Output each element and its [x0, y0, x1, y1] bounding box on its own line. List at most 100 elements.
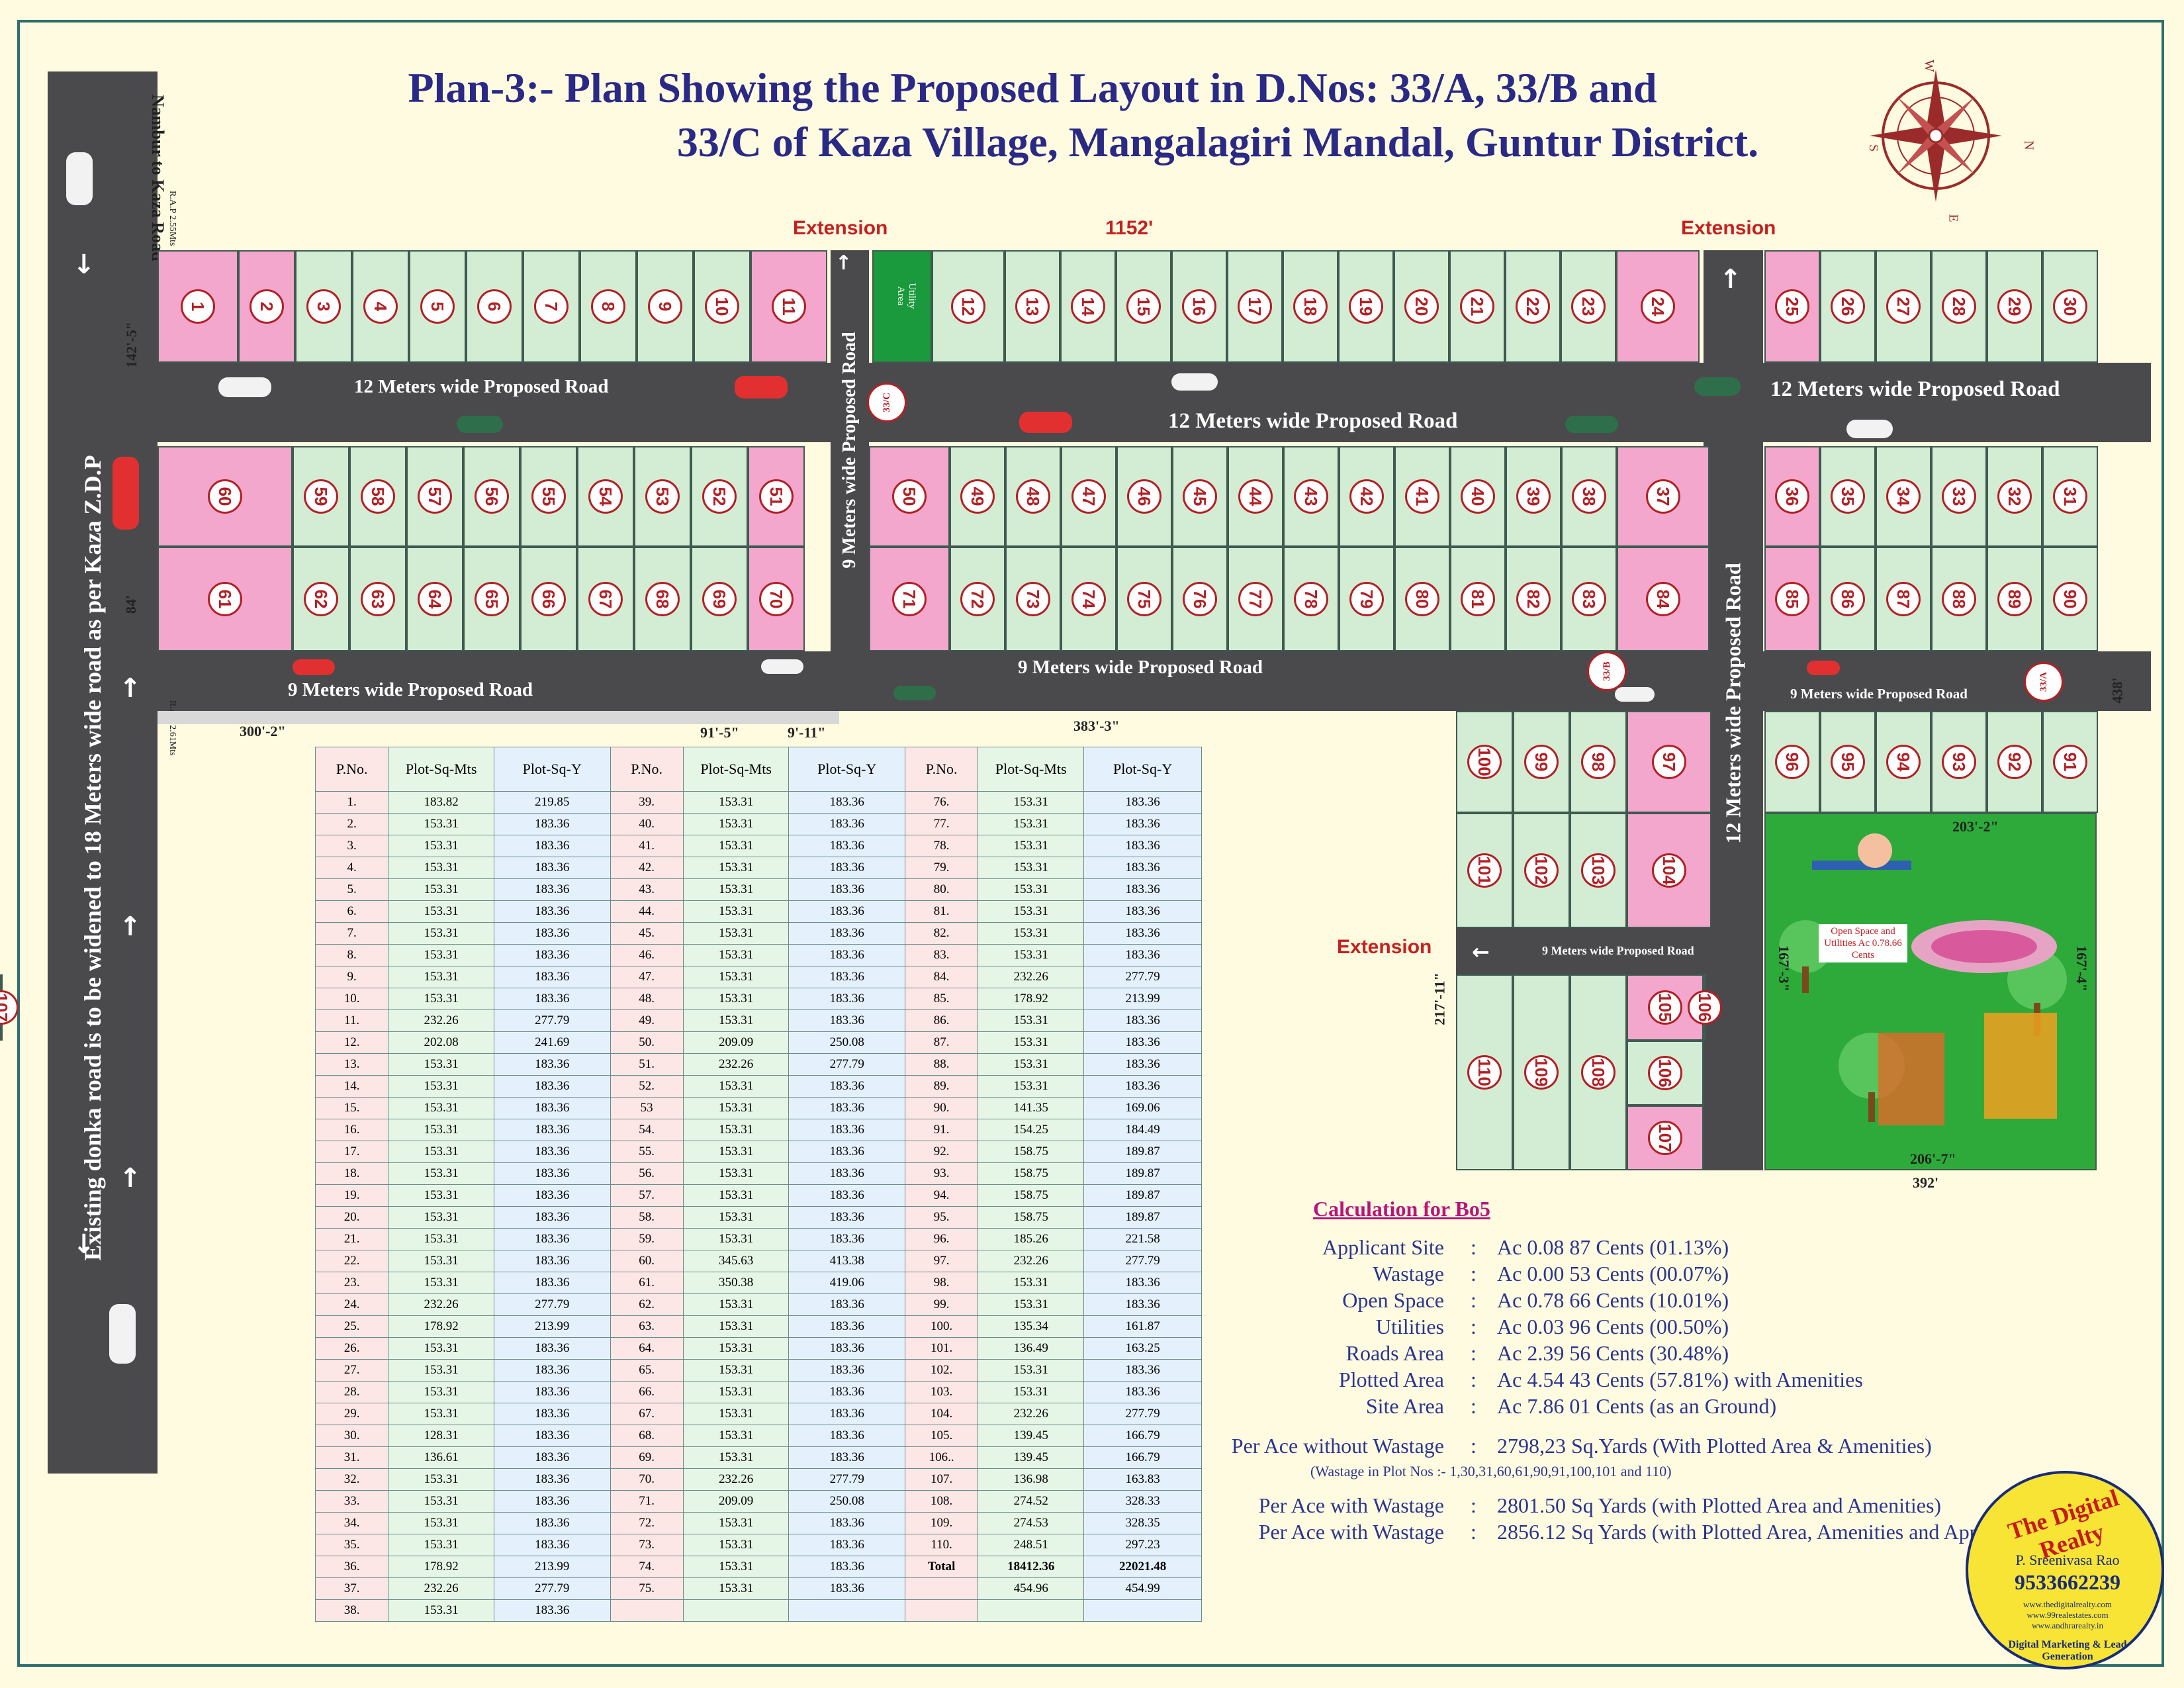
plot-45[interactable]: 45	[1172, 446, 1228, 547]
plot-3[interactable]: 3	[295, 250, 352, 363]
plot-86[interactable]: 86	[1820, 547, 1876, 651]
plot-108[interactable]: 108	[1570, 974, 1627, 1170]
plot-91[interactable]: 91	[2042, 711, 2098, 813]
plot-2[interactable]: 2	[238, 250, 295, 363]
plot-55[interactable]: 55	[520, 446, 577, 547]
plot-56[interactable]: 56	[463, 446, 520, 547]
plot-90[interactable]: 90	[2042, 547, 2098, 651]
plot-104[interactable]: 104	[1627, 813, 1711, 928]
plot-59[interactable]: 59	[293, 446, 349, 547]
plot-74[interactable]: 74	[1061, 547, 1116, 651]
plot-35[interactable]: 35	[1820, 446, 1876, 547]
plot-75[interactable]: 75	[1116, 547, 1172, 651]
plot-10[interactable]: 10	[694, 250, 751, 363]
plot-16[interactable]: 16	[1171, 250, 1227, 363]
plot-93[interactable]: 93	[1931, 711, 1987, 813]
plot-23[interactable]: 23	[1561, 250, 1616, 363]
plot-60[interactable]: 60	[158, 446, 293, 547]
plot-6[interactable]: 6	[466, 250, 523, 363]
plot-7[interactable]: 7	[523, 250, 580, 363]
plot-14[interactable]: 14	[1060, 250, 1116, 363]
plot-15[interactable]: 15	[1116, 250, 1171, 363]
plot-31[interactable]: 31	[2042, 446, 2098, 547]
plot-100[interactable]: 100	[1456, 711, 1513, 813]
plot-54[interactable]: 54	[577, 446, 634, 547]
plot-62[interactable]: 62	[293, 547, 349, 651]
plot-11[interactable]: 11	[751, 250, 827, 363]
plot-22[interactable]: 22	[1505, 250, 1561, 363]
plot-40[interactable]: 40	[1450, 446, 1506, 547]
plot-80[interactable]: 80	[1394, 547, 1450, 651]
plot-9[interactable]: 9	[637, 250, 694, 363]
plot-26[interactable]: 26	[1820, 250, 1876, 363]
plot-48[interactable]: 48	[1005, 446, 1061, 547]
plot-19[interactable]: 19	[1338, 250, 1394, 363]
plot-52[interactable]: 52	[691, 446, 748, 547]
plot-102[interactable]: 102	[1513, 813, 1570, 928]
plot-29[interactable]: 29	[1987, 250, 2042, 363]
plot-68[interactable]: 68	[634, 547, 691, 651]
plot-107[interactable]: 107	[0, 974, 19, 1041]
plot-38[interactable]: 38	[1561, 446, 1617, 547]
plot-37[interactable]: 37	[1617, 446, 1709, 547]
plot-27[interactable]: 27	[1876, 250, 1931, 363]
plot-67[interactable]: 67	[577, 547, 634, 651]
plot-109[interactable]: 109	[1513, 974, 1570, 1170]
plot-58[interactable]: 58	[349, 446, 406, 547]
plot-89[interactable]: 89	[1987, 547, 2042, 651]
plot-84[interactable]: 84	[1617, 547, 1709, 651]
plot-47[interactable]: 47	[1061, 446, 1116, 547]
plot-57[interactable]: 57	[406, 446, 463, 547]
plot-44[interactable]: 44	[1228, 446, 1283, 547]
plot-39[interactable]: 39	[1506, 446, 1561, 547]
plot-88[interactable]: 88	[1931, 547, 1987, 651]
plot-20[interactable]: 20	[1394, 250, 1449, 363]
plot-63[interactable]: 63	[349, 547, 406, 651]
plot-95[interactable]: 95	[1820, 711, 1876, 813]
plot-66[interactable]: 66	[520, 547, 577, 651]
plot-50[interactable]: 50	[869, 446, 950, 547]
plot-18[interactable]: 18	[1283, 250, 1338, 363]
plot-4[interactable]: 4	[352, 250, 409, 363]
plot-53[interactable]: 53	[634, 446, 691, 547]
plot-25[interactable]: 25	[1764, 250, 1820, 363]
plot-32[interactable]: 32	[1987, 446, 2042, 547]
plot-92[interactable]: 92	[1987, 711, 2042, 813]
plot-64[interactable]: 64	[406, 547, 463, 651]
plot-36[interactable]: 36	[1764, 446, 1820, 547]
plot-106[interactable]: 106	[1688, 974, 1722, 1041]
plot-17[interactable]: 17	[1227, 250, 1283, 363]
plot-76[interactable]: 76	[1172, 547, 1228, 651]
plot-12[interactable]: 12	[932, 250, 1005, 363]
plot-79[interactable]: 79	[1339, 547, 1394, 651]
plot-81[interactable]: 81	[1450, 547, 1506, 651]
plot-21[interactable]: 21	[1449, 250, 1505, 363]
plot-110[interactable]: 110	[1456, 974, 1513, 1170]
plot-70[interactable]: 70	[748, 547, 805, 651]
plot-51[interactable]: 51	[748, 446, 805, 547]
plot-46[interactable]: 46	[1116, 446, 1172, 547]
plot-103[interactable]: 103	[1570, 813, 1627, 928]
plot-101[interactable]: 101	[1456, 813, 1513, 928]
plot-107[interactable]: 107	[1627, 1105, 1704, 1170]
plot-33[interactable]: 33	[1931, 446, 1987, 547]
plot-78[interactable]: 78	[1283, 547, 1339, 651]
plot-77[interactable]: 77	[1228, 547, 1283, 651]
plot-43[interactable]: 43	[1283, 446, 1339, 547]
plot-13[interactable]: 13	[1005, 250, 1060, 363]
plot-99[interactable]: 99	[1513, 711, 1570, 813]
plot-61[interactable]: 61	[158, 547, 293, 651]
plot-1[interactable]: 1	[158, 250, 238, 363]
plot-94[interactable]: 94	[1876, 711, 1931, 813]
plot-42[interactable]: 42	[1339, 446, 1394, 547]
plot-34[interactable]: 34	[1876, 446, 1931, 547]
plot-85[interactable]: 85	[1764, 547, 1820, 651]
plot-30[interactable]: 30	[2042, 250, 2098, 363]
plot-49[interactable]: 49	[950, 446, 1005, 547]
plot-97[interactable]: 97	[1627, 711, 1711, 813]
plot-98[interactable]: 98	[1570, 711, 1627, 813]
plot-72[interactable]: 72	[950, 547, 1005, 651]
plot-5[interactable]: 5	[409, 250, 466, 363]
plot-28[interactable]: 28	[1931, 250, 1987, 363]
plot-73[interactable]: 73	[1005, 547, 1061, 651]
